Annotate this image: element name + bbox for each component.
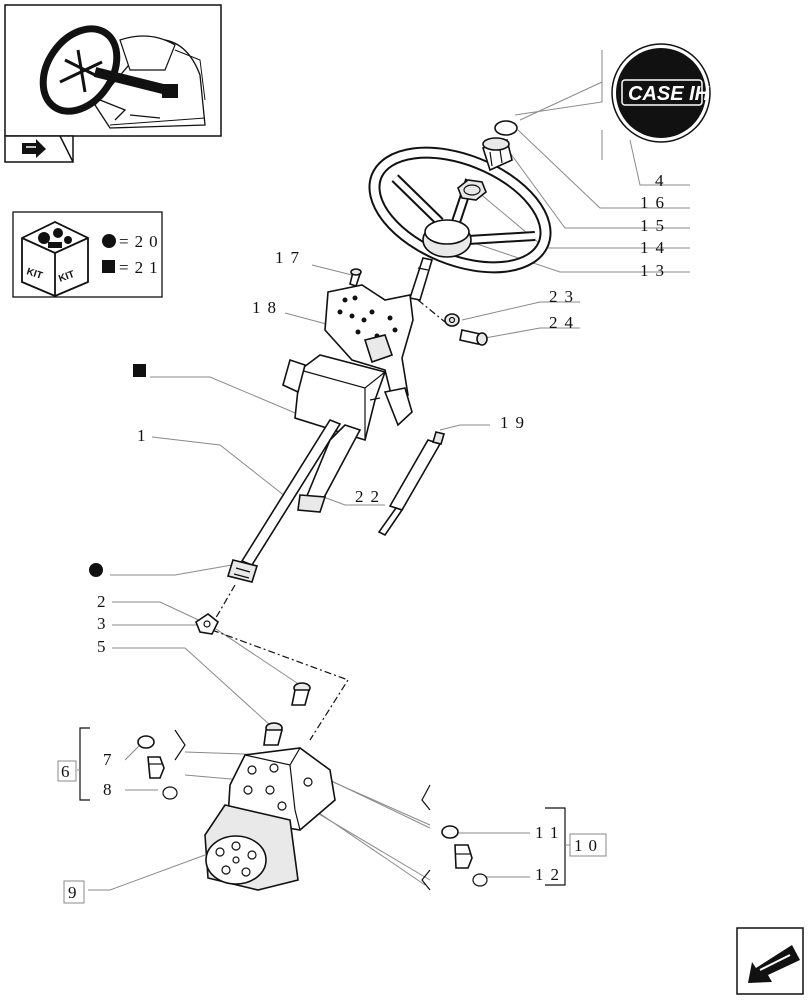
boxed-callout-6[interactable]: 6 — [57, 760, 77, 782]
callout-5: 5 — [97, 637, 113, 656]
next-page-arrow-icon[interactable] — [736, 927, 804, 995]
universal-joint[interactable] — [195, 613, 220, 635]
wheel-nut[interactable] — [457, 179, 487, 201]
navigate-arrow-icon[interactable] — [22, 139, 46, 158]
washer-11[interactable] — [441, 825, 459, 839]
column-mounting-bracket[interactable] — [324, 284, 414, 399]
callout-19: 19 — [500, 413, 531, 432]
callout-18: 18 — [252, 298, 283, 317]
svg-text:6: 6 — [61, 762, 76, 781]
logo-text: CASE IH — [628, 83, 710, 105]
tilt-lever[interactable] — [297, 424, 362, 513]
steering-control-unit[interactable] — [204, 747, 336, 891]
nut-23[interactable] — [444, 313, 460, 327]
legend-square-text: =21 — [119, 258, 164, 277]
washer-7[interactable] — [137, 735, 155, 749]
callout-3: 3 — [97, 614, 113, 633]
callout-17: 17 — [275, 248, 306, 267]
leader-lines — [77, 50, 690, 891]
callout-13: 13 — [640, 261, 671, 280]
adapter-6[interactable] — [147, 756, 165, 779]
callout-15: 15 — [640, 216, 671, 235]
lower-steering-shaft[interactable] — [226, 419, 342, 583]
steering-column-shaft-top[interactable] — [408, 257, 434, 301]
horn-cap[interactable] — [494, 120, 518, 136]
kit-21-marker — [133, 364, 146, 377]
callout-4: 4 — [655, 171, 671, 190]
parts-kit-box-icon: KIT KIT — [21, 220, 89, 297]
kit-20-marker — [89, 563, 103, 577]
callout-labels: 4 16 15 14 13 17 18 23 24 1 19 22 2 3 5 … — [97, 171, 671, 884]
cap-retainer[interactable] — [481, 137, 513, 172]
kit-legend-panel: KIT KIT =20 =21 — [12, 211, 164, 298]
callout-22: 22 — [355, 487, 386, 506]
boxed-callout-9[interactable]: 9 — [63, 880, 85, 904]
fitting-3[interactable] — [291, 682, 311, 706]
o-ring-8[interactable] — [162, 786, 178, 800]
kit-label-left: KIT — [25, 266, 44, 281]
legend-square-symbol — [102, 260, 115, 273]
callout-12: 12 — [535, 865, 566, 884]
column-housing[interactable] — [282, 354, 413, 442]
case-ih-logo-badge: CASE IH — [611, 43, 711, 143]
callout-16: 16 — [640, 193, 671, 212]
bolt-24[interactable] — [459, 329, 488, 346]
legend-circle-symbol — [102, 234, 116, 248]
gas-strut[interactable] — [377, 431, 446, 537]
callout-2: 2 — [97, 592, 113, 611]
tractor-cab-steering-wheel-icon — [39, 25, 206, 129]
callout-7: 7 — [103, 750, 119, 769]
svg-text:9: 9 — [68, 883, 83, 902]
adapter-10[interactable] — [454, 844, 473, 869]
legend-circle-text: =20 — [119, 232, 164, 251]
o-ring-12[interactable] — [472, 873, 488, 887]
callout-23: 23 — [549, 287, 580, 306]
callout-11: 11 — [535, 823, 565, 842]
bolt-17[interactable] — [349, 268, 362, 288]
callout-24: 24 — [549, 313, 580, 332]
svg-text:10: 10 — [574, 836, 603, 855]
kit-label-right: KIT — [57, 269, 76, 285]
steering-wheel[interactable] — [358, 130, 562, 290]
boxed-callout-10[interactable]: 10 — [569, 833, 607, 857]
callout-8: 8 — [103, 780, 119, 799]
thumbnail-panel[interactable] — [4, 4, 222, 163]
callout-14: 14 — [640, 238, 671, 257]
fitting-5[interactable] — [263, 722, 284, 746]
callout-1: 1 — [137, 426, 153, 445]
